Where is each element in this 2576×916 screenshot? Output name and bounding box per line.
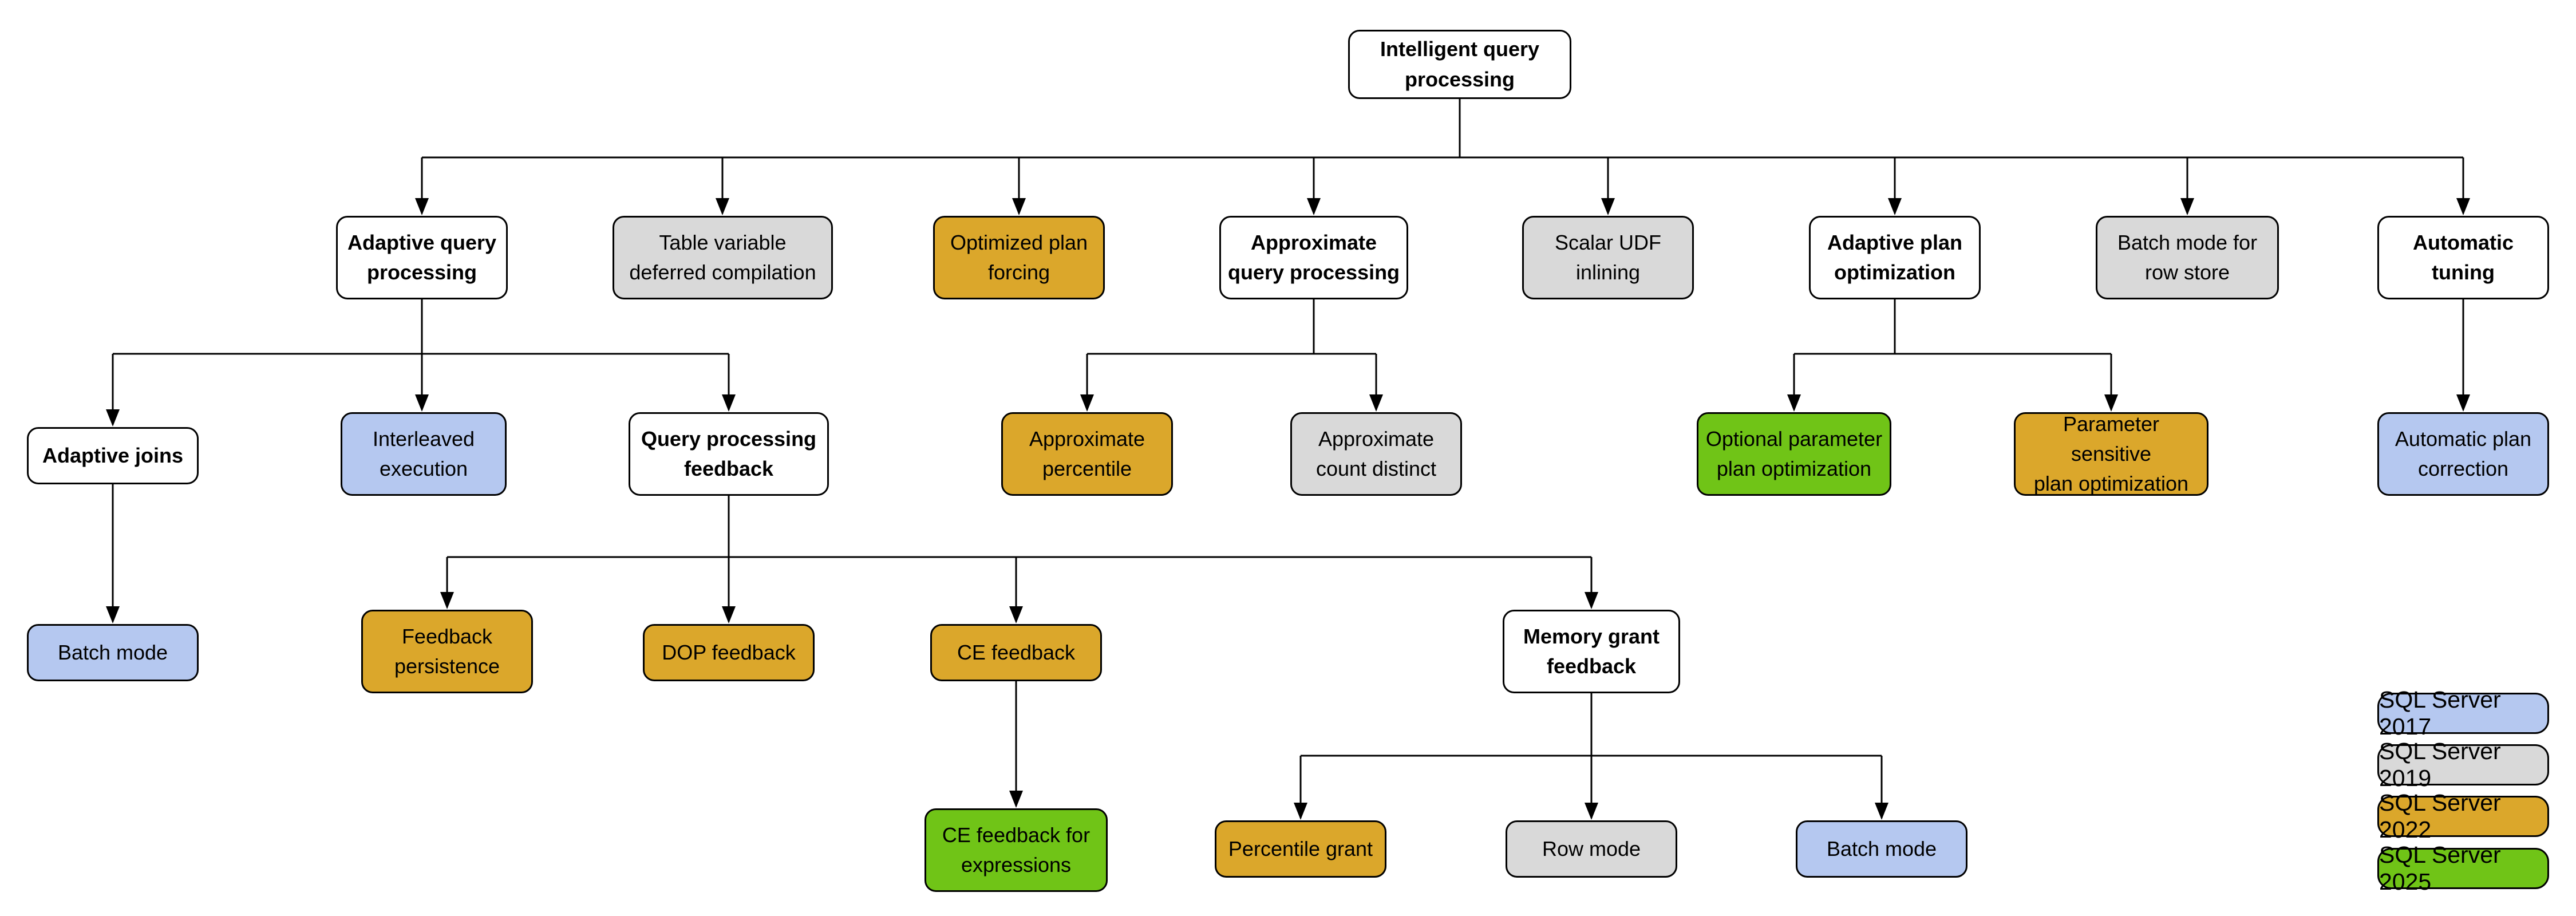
node-batch-mode-adaptive-joins: Batch mode (27, 624, 199, 681)
node-label: Scalar UDF inlining (1554, 230, 1662, 284)
node-ce-feedback-for-expressions: CE feedback for expressions (924, 808, 1108, 892)
node-automatic-tuning: Automatic tuning (2377, 216, 2549, 299)
node-approximate-percentile: Approximate percentile (1001, 412, 1173, 496)
node-label: Approximate percentile (1029, 427, 1145, 480)
node-label: Table variable deferred compilation (629, 230, 816, 284)
legend-item-sql-server-2017: SQL Server 2017 (2377, 686, 2549, 740)
node-label: Approximate count distinct (1315, 427, 1437, 480)
node-automatic-plan-correction: Automatic plan correction (2377, 412, 2549, 496)
node-label: Adaptive plan optimization (1827, 230, 1963, 284)
node-dop-feedback: DOP feedback (643, 624, 815, 681)
legend-label: SQL Server 2017 (2379, 686, 2501, 740)
node-feedback-persistence: Feedback persistence (361, 610, 533, 693)
node-optional-parameter-plan-optimization: Optional parameter plan optimization (1697, 412, 1891, 496)
node-label: Approximate query processing (1227, 230, 1400, 284)
node-adaptive-plan-optimization: Adaptive plan optimization (1809, 216, 1981, 299)
node-scalar-udf-inlining: Scalar UDF inlining (1522, 216, 1694, 299)
node-approximate-query-processing: Approximate query processing (1219, 216, 1408, 299)
legend-label: SQL Server 2022 (2379, 789, 2501, 843)
legend-item-sql-server-2025: SQL Server 2025 (2377, 842, 2549, 895)
node-label: CE feedback for expressions (942, 823, 1091, 876)
node-batch-mode-for-row-store: Batch mode for row store (2096, 216, 2279, 299)
node-label: Batch mode (1826, 836, 1937, 860)
node-label: Feedback persistence (394, 624, 500, 678)
node-interleaved-execution: Interleaved execution (341, 412, 507, 496)
node-table-variable-deferred-compilation: Table variable deferred compilation (613, 216, 833, 299)
node-label: Percentile grant (1228, 836, 1373, 860)
node-label: Optimized plan forcing (950, 230, 1088, 284)
legend-label: SQL Server 2025 (2379, 842, 2501, 895)
node-parameter-sensitive-plan-optimization: Parameter sensitive plan optimization (2014, 412, 2208, 496)
node-label: CE feedback (957, 640, 1076, 664)
node-label: Optional parameter plan optimization (1705, 427, 1883, 480)
node-batch-mode-memory-grant: Batch mode (1796, 820, 1967, 878)
node-label: DOP feedback (662, 640, 796, 664)
node-ce-feedback: CE feedback (930, 624, 1102, 681)
node-memory-grant-feedback: Memory grant feedback (1503, 610, 1680, 693)
node-label: Batch mode for row store (2117, 230, 2258, 284)
node-label: Batch mode (57, 640, 168, 664)
node-percentile-grant: Percentile grant (1215, 820, 1386, 878)
node-label: Adaptive query processing (347, 230, 497, 284)
node-approximate-count-distinct: Approximate count distinct (1290, 412, 1462, 496)
node-label: Automatic tuning (2412, 230, 2514, 284)
legend-item-sql-server-2019: SQL Server 2019 (2377, 738, 2549, 791)
legend-label: SQL Server 2019 (2379, 738, 2501, 791)
node-intelligent-query-processing: Intelligent query processing (1348, 30, 1571, 99)
node-label: Memory grant feedback (1523, 624, 1660, 678)
node-label: Query processing feedback (641, 427, 817, 480)
node-label: Adaptive joins (42, 443, 184, 467)
node-label: Row mode (1542, 836, 1641, 860)
node-label: Parameter sensitive plan optimization (2033, 412, 2189, 496)
node-adaptive-query-processing: Adaptive query processing (336, 216, 508, 299)
node-adaptive-joins: Adaptive joins (27, 427, 199, 484)
node-row-mode: Row mode (1506, 820, 1677, 878)
node-label: Interleaved execution (372, 427, 475, 480)
node-optimized-plan-forcing: Optimized plan forcing (933, 216, 1105, 299)
node-label: Automatic plan correction (2395, 427, 2532, 480)
legend-item-sql-server-2022: SQL Server 2022 (2377, 789, 2549, 843)
node-query-processing-feedback: Query processing feedback (629, 412, 829, 496)
node-label: Intelligent query processing (1380, 37, 1540, 91)
